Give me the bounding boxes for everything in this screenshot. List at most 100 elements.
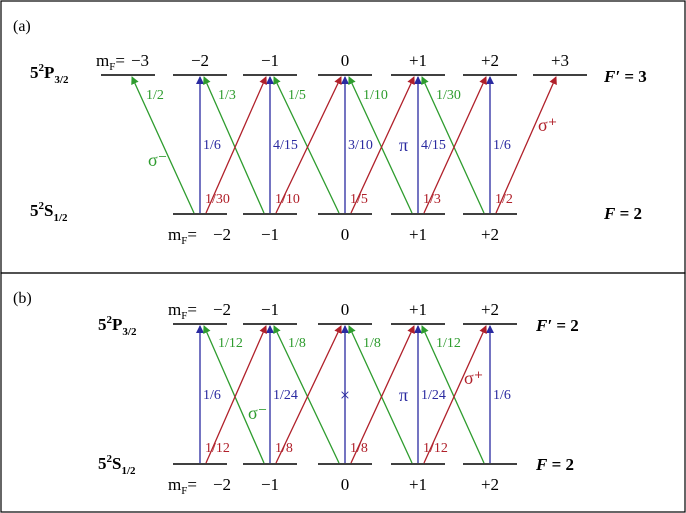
panel-a-upper-mf-6: +3: [551, 51, 569, 70]
panel-a-lower-mf-2: 0: [341, 225, 350, 244]
panel-b-sigma-minus-strength-2: 1/8: [363, 336, 381, 351]
panel-a-sigma-plus-arrow-4: [495, 76, 557, 214]
panel-b-upper-mf-prefix-sub: F: [181, 310, 187, 322]
panel-b-sigma-minus-label: σ⁻: [248, 403, 267, 423]
panel-b-upper-mf-prefix: mF=: [168, 300, 197, 322]
panel-b-lower-mf-1: −1: [261, 475, 279, 494]
panel-a-pi-strength-3: 4/15: [421, 138, 446, 153]
panel-b-upper-state-label-sub: 3/2: [122, 326, 137, 338]
panel-a-upper-f-label: F′ = 3: [603, 67, 647, 86]
panel-b-sigma-minus-strength-0: 1/12: [218, 336, 243, 351]
panel-a-sigma-minus-strength-2: 1/5: [288, 88, 306, 103]
panel-b-lower-state-label-letter: S: [112, 454, 121, 473]
panel-b-sigma-plus-arrow-2: [350, 325, 415, 464]
panel-b-lower-state-label-sub: 1/2: [121, 465, 136, 477]
panel-b-upper-f-label-symbol: F′: [535, 316, 552, 335]
panel-b-sigma-minus-arrow-0: [203, 325, 265, 464]
panel-a-upper-mf-4: +1: [409, 51, 427, 70]
panel-a-sigma-plus-label: σ⁺: [538, 115, 557, 135]
panel-b-sigma-plus-strength-1: 1/8: [275, 441, 293, 456]
panel-a-sigma-minus-arrow-0: [131, 76, 195, 214]
panel-a-pi-strength-1: 4/15: [273, 138, 298, 153]
panel-a-sigma-minus-arrow-4: [421, 76, 485, 214]
panel-b-label: (b): [13, 290, 32, 307]
panel-a-upper-state-label-sup: 2: [39, 62, 45, 74]
panel-b-upper-state-label: 52P3/2: [98, 314, 137, 338]
panel-a-lower-mf-4: +2: [481, 225, 499, 244]
panel-a-sigma-plus-strength-4: 1/2: [495, 192, 513, 207]
panel-b-lower-state-label-sup: 2: [107, 453, 113, 465]
panel-a-lower-state-label-sup: 2: [39, 200, 45, 212]
panel-b-lower-mf-0: −2: [213, 475, 231, 494]
panel-a-lower-mf-prefix-sub: F: [181, 235, 187, 247]
panel-b-upper-mf-3: +1: [409, 300, 427, 319]
panel-a-pi-strength-4: 1/6: [493, 138, 511, 153]
panel-a-sigma-plus-strength-1: 1/10: [275, 192, 300, 207]
panel-a-sigma-minus-arrow-3: [348, 76, 413, 214]
panel-a-upper-mf-2: −1: [261, 51, 279, 70]
panel-b-pi-strength-4: 1/6: [493, 388, 511, 403]
panel-a-upper-mf-prefix-sub: F: [109, 61, 115, 73]
panel-b-upper-mf-0: −2: [213, 300, 231, 319]
panel-a-sigma-minus-arrow-2: [273, 76, 340, 214]
panel-a-lower-mf-3: +1: [409, 225, 427, 244]
panel-a-upper-mf-0: −3: [131, 51, 149, 70]
panel-a-sigma-minus-strength-4: 1/30: [436, 88, 461, 103]
panel-b-lower-state-label-n: 5: [98, 454, 107, 473]
panel-a-lower-mf-prefix-m: m: [168, 225, 181, 244]
panel-b-lower-mf-prefix: mF=: [168, 475, 197, 497]
panel-a-pi-label: π: [399, 135, 408, 155]
panel-a-upper-f-label-eq: = 3: [620, 67, 647, 86]
panel-b-sigma-minus-arrow-1: [273, 325, 340, 464]
panel-a-sigma-plus-arrow-1: [275, 76, 342, 214]
panel-b-sigma-plus-strength-3: 1/12: [423, 441, 448, 456]
panel-b-pi-strength-1: 1/24: [273, 388, 298, 403]
panel-b-sigma-plus-strength-2: 1/8: [350, 441, 368, 456]
panel-a-lower-mf-0: −2: [213, 225, 231, 244]
panel-a-lower-mf-prefix: mF=: [168, 225, 197, 247]
panel-b-upper-mf-2: 0: [341, 300, 350, 319]
panel-b-frame: [0, 272, 686, 513]
panel-a-sigma-minus-label: σ⁻: [148, 150, 167, 170]
panel-b-upper-mf-4: +2: [481, 300, 499, 319]
panel-a-lower-f-label-symbol: F: [603, 204, 616, 223]
panel-b-lower-mf-3: +1: [409, 475, 427, 494]
panel-a-lower-state-label-sub: 1/2: [53, 212, 68, 224]
panel-a-sigma-plus-arrow-3: [423, 76, 487, 214]
panel-b-pi-strength-3: 1/24: [421, 388, 446, 403]
panel-b-pi-label: π: [399, 385, 408, 405]
panel-a-sigma-minus-strength-0: 1/2: [146, 88, 164, 103]
panel-a-sigma-plus-strength-2: 1/5: [350, 192, 368, 207]
panel-b-sigma-plus-label: σ⁺: [464, 368, 483, 388]
panel-b-upper-state-label-letter: P: [112, 315, 122, 334]
panel-a-upper-mf-prefix: mF=: [96, 51, 125, 73]
panel-b-upper-mf-prefix-eq: =: [187, 300, 197, 319]
panel-a-lower-mf-1: −1: [261, 225, 279, 244]
panel-b-sigma-minus-arrow-2: [348, 325, 413, 464]
panel-b-lower-state-label: 52S1/2: [98, 453, 136, 477]
panel-b-lower-mf-prefix-sub: F: [181, 485, 187, 497]
panel-a-upper-mf-1: −2: [191, 51, 209, 70]
panel-a-upper-mf-prefix-m: m: [96, 51, 109, 70]
panel-b-sigma-plus-arrow-3: [423, 325, 487, 464]
panel-a-upper-mf-3: 0: [341, 51, 350, 70]
panel-a-sigma-plus-strength-0: 1/30: [205, 192, 230, 207]
panel-b-upper-state-label-n: 5: [98, 315, 107, 334]
panel-a-sigma-plus-arrow-2: [350, 76, 415, 214]
panel-b-sigma-plus-strength-0: 1/12: [205, 441, 230, 456]
panel-a-upper-mf-prefix-eq: =: [115, 51, 125, 70]
panel-a-lower-state-label: 52S1/2: [30, 200, 68, 224]
panel-a-lower-mf-prefix-eq: =: [187, 225, 197, 244]
panel-b-pi-strength-0: 1/6: [203, 388, 221, 403]
panel-b-lower-f-label-symbol: F: [535, 455, 548, 474]
panel-b-sigma-plus-arrow-0: [205, 325, 267, 464]
panel-a-upper-f-label-symbol: F′: [603, 67, 620, 86]
panel-b-lower-f-label: F = 2: [535, 455, 574, 474]
panel-a-upper-state-label-n: 5: [30, 63, 39, 82]
panel-a-lower-state-label-letter: S: [44, 201, 53, 220]
panel-b-upper-mf-1: −1: [261, 300, 279, 319]
panel-b-lower-mf-prefix-m: m: [168, 475, 181, 494]
panel-b-lower-mf-4: +2: [481, 475, 499, 494]
panel-a-pi-strength-2: 3/10: [348, 138, 373, 153]
